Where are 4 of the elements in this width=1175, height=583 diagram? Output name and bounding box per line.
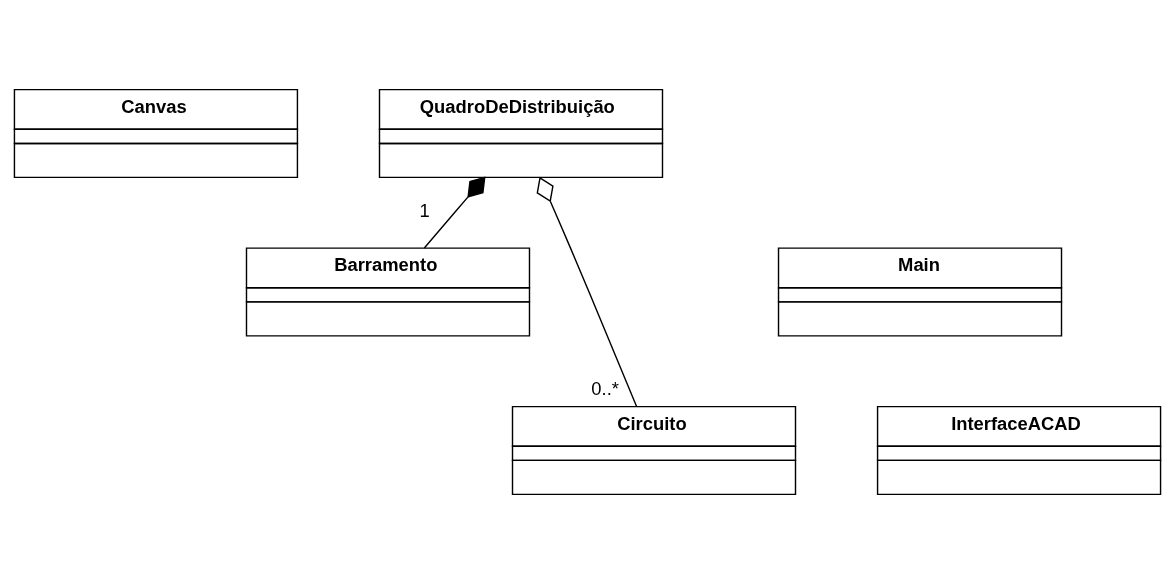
connector bbox=[423, 175, 486, 249]
edge-label: 1 bbox=[419, 199, 430, 221]
edge-label: 0..* bbox=[591, 377, 619, 399]
connector bbox=[536, 176, 638, 407]
